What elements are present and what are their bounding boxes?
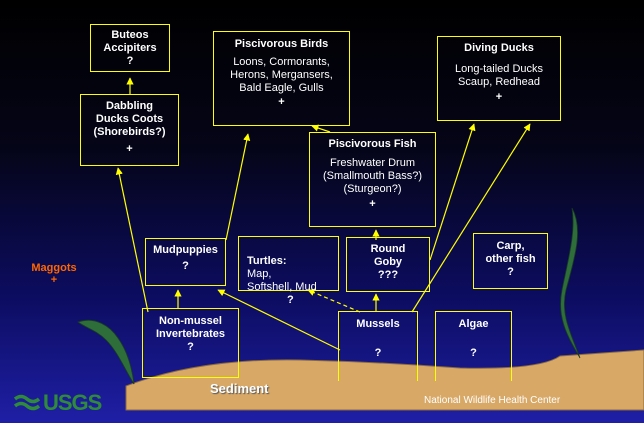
algae-title: Algae <box>436 318 511 331</box>
box-piscivorous-birds: Piscivorous Birds Loons, Cormorants, Her… <box>213 31 350 126</box>
box-non-mussel: Non-mussel Invertebrates ? <box>142 308 239 378</box>
box-diving-ducks: Diving Ducks Long-tailed Ducks Scaup, Re… <box>437 36 561 121</box>
arrow-goby-to-diving <box>430 124 474 260</box>
mussels-mark: ? <box>339 347 417 360</box>
mudpuppies-title: Mudpuppies <box>146 244 225 257</box>
algae-mark: ? <box>436 347 511 360</box>
box-mudpuppies: Mudpuppies ? <box>145 238 226 286</box>
piscivorous-birds-title: Piscivorous Birds <box>214 38 349 51</box>
piscivorous-birds-species: Loons, Cormorants, Herons, Mergansers, B… <box>214 56 349 95</box>
non-mussel-mark: ? <box>143 341 238 354</box>
box-round-goby: Round Goby ??? <box>346 237 430 292</box>
usgs-wave-icon <box>14 394 40 412</box>
carp-title: Carp, other fish <box>474 240 547 266</box>
round-goby-mark: ??? <box>347 269 429 282</box>
turtles-species: Softshell, Mud <box>247 281 338 294</box>
diving-ducks-title: Diving Ducks <box>438 42 560 55</box>
turtles-species-inline: Map, <box>247 268 271 280</box>
arrow-mudpuppies-to-birds <box>226 134 248 240</box>
buteos-mark: ? <box>91 55 169 68</box>
round-goby-title: Round Goby <box>347 243 429 269</box>
box-buteos: Buteos Accipiters ? <box>90 24 170 72</box>
box-algae: Algae ? <box>435 311 512 381</box>
turtles-title: Turtles: <box>247 255 287 267</box>
turtles-line1: Turtles: Map, <box>247 242 338 281</box>
box-carp: Carp, other fish ? <box>473 233 548 289</box>
mussels-title: Mussels <box>339 318 417 331</box>
carp-mark: ? <box>474 266 547 279</box>
non-mussel-title: Non-mussel Invertebrates <box>143 315 238 341</box>
usgs-text: USGS <box>43 390 101 416</box>
dabbling-ducks-mark: + <box>81 143 178 156</box>
diving-ducks-mark: + <box>438 91 560 104</box>
maggots-title: Maggots <box>26 262 82 274</box>
piscivorous-fish-title: Piscivorous Fish <box>310 138 435 151</box>
usgs-logo: USGS <box>14 390 101 416</box>
mudpuppies-mark: ? <box>146 260 225 273</box>
sediment-label: Sediment <box>210 381 269 396</box>
diving-ducks-species: Long-tailed Ducks Scaup, Redhead <box>438 63 560 89</box>
dabbling-ducks-title: Dabbling Ducks Coots (Shorebirds?) <box>81 100 178 139</box>
piscivorous-birds-mark: + <box>214 96 349 109</box>
box-piscivorous-fish: Piscivorous Fish Freshwater Drum (Smallm… <box>309 132 436 227</box>
credit-text: National Wildlife Health Center <box>424 395 560 406</box>
piscivorous-fish-species: Freshwater Drum (Smallmouth Bass?) (Stur… <box>310 157 435 196</box>
buteos-title: Buteos Accipiters <box>91 29 169 55</box>
box-mussels: Mussels ? <box>338 311 418 381</box>
turtles-mark: ? <box>247 294 338 307</box>
maggots-mark: + <box>26 274 82 286</box>
maggots-label: Maggots + <box>26 262 82 286</box>
box-dabbling-ducks: Dabbling Ducks Coots (Shorebirds?) + <box>80 94 179 166</box>
piscivorous-fish-mark: + <box>310 198 435 211</box>
box-turtles: Turtles: Map, Softshell, Mud ? <box>238 236 339 291</box>
arrow-noninv-to-dabbling <box>118 168 148 312</box>
